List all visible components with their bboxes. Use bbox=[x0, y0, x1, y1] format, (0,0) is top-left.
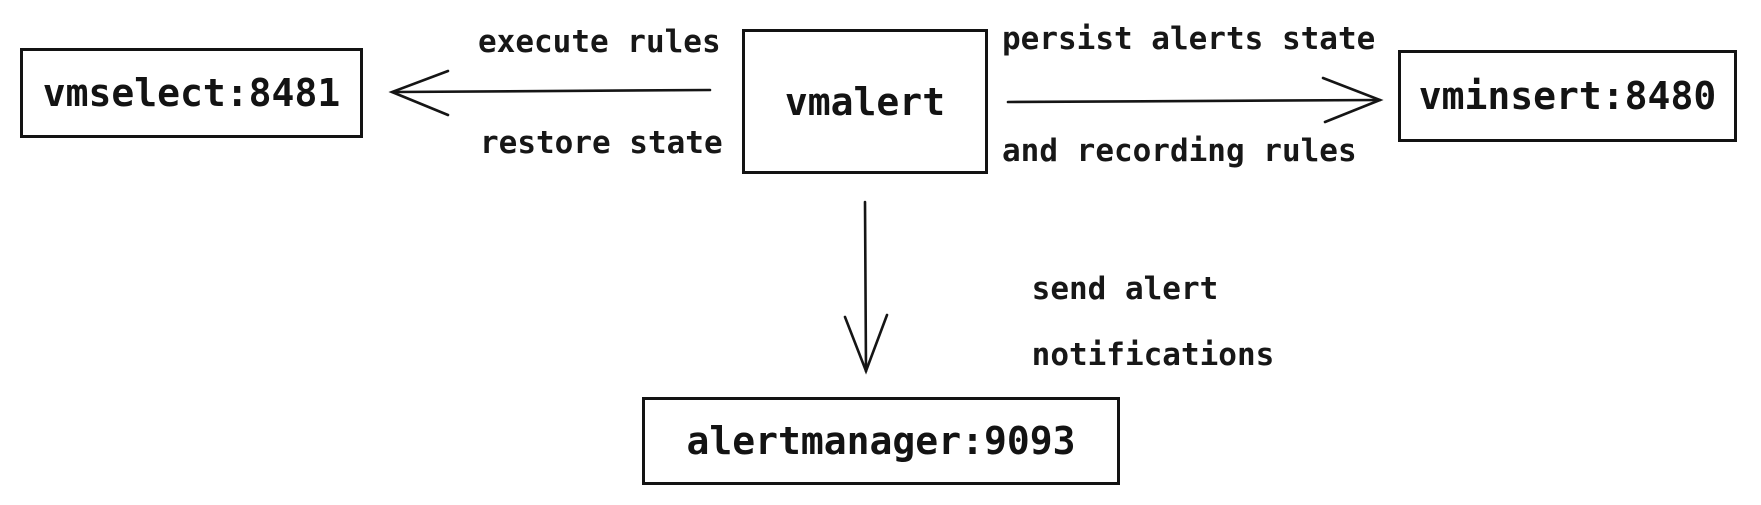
edge-label-and-recording-rules: and recording rules bbox=[1002, 133, 1357, 169]
node-vminsert-label: vminsert:8480 bbox=[1418, 74, 1717, 118]
arrow-head-left bbox=[388, 69, 450, 117]
node-vminsert: vminsert:8480 bbox=[1398, 50, 1737, 142]
edge-label-restore-state: restore state bbox=[480, 125, 723, 161]
arrow-line bbox=[392, 88, 712, 94]
arrow-head-down bbox=[843, 313, 889, 375]
node-vmselect-label: vmselect:8481 bbox=[42, 71, 341, 115]
node-vmalert: vmalert bbox=[742, 29, 988, 174]
edge-label-send-alert-line1: send alert bbox=[1031, 271, 1219, 307]
arrow-head-right bbox=[1321, 76, 1384, 124]
node-vmalert-label: vmalert bbox=[784, 79, 946, 124]
edge-label-send-alert-line2: notifications bbox=[1031, 337, 1275, 373]
arrow-line bbox=[1006, 98, 1382, 104]
arrow-vmalert-to-alertmanager bbox=[843, 200, 889, 375]
node-alertmanager: alertmanager:9093 bbox=[642, 397, 1120, 485]
edge-label-execute-rules: execute rules bbox=[478, 24, 721, 60]
arrow-line bbox=[863, 200, 868, 373]
node-vmselect: vmselect:8481 bbox=[20, 48, 363, 138]
arrow-vmalert-to-vmselect bbox=[388, 69, 712, 117]
edge-label-send-alert-notifications: send alert notifications bbox=[957, 240, 1275, 405]
arrow-vmalert-to-vminsert bbox=[1006, 76, 1384, 124]
node-alertmanager-label: alertmanager:9093 bbox=[686, 419, 1076, 463]
edge-label-persist-alerts-state: persist alerts state bbox=[1002, 21, 1376, 57]
